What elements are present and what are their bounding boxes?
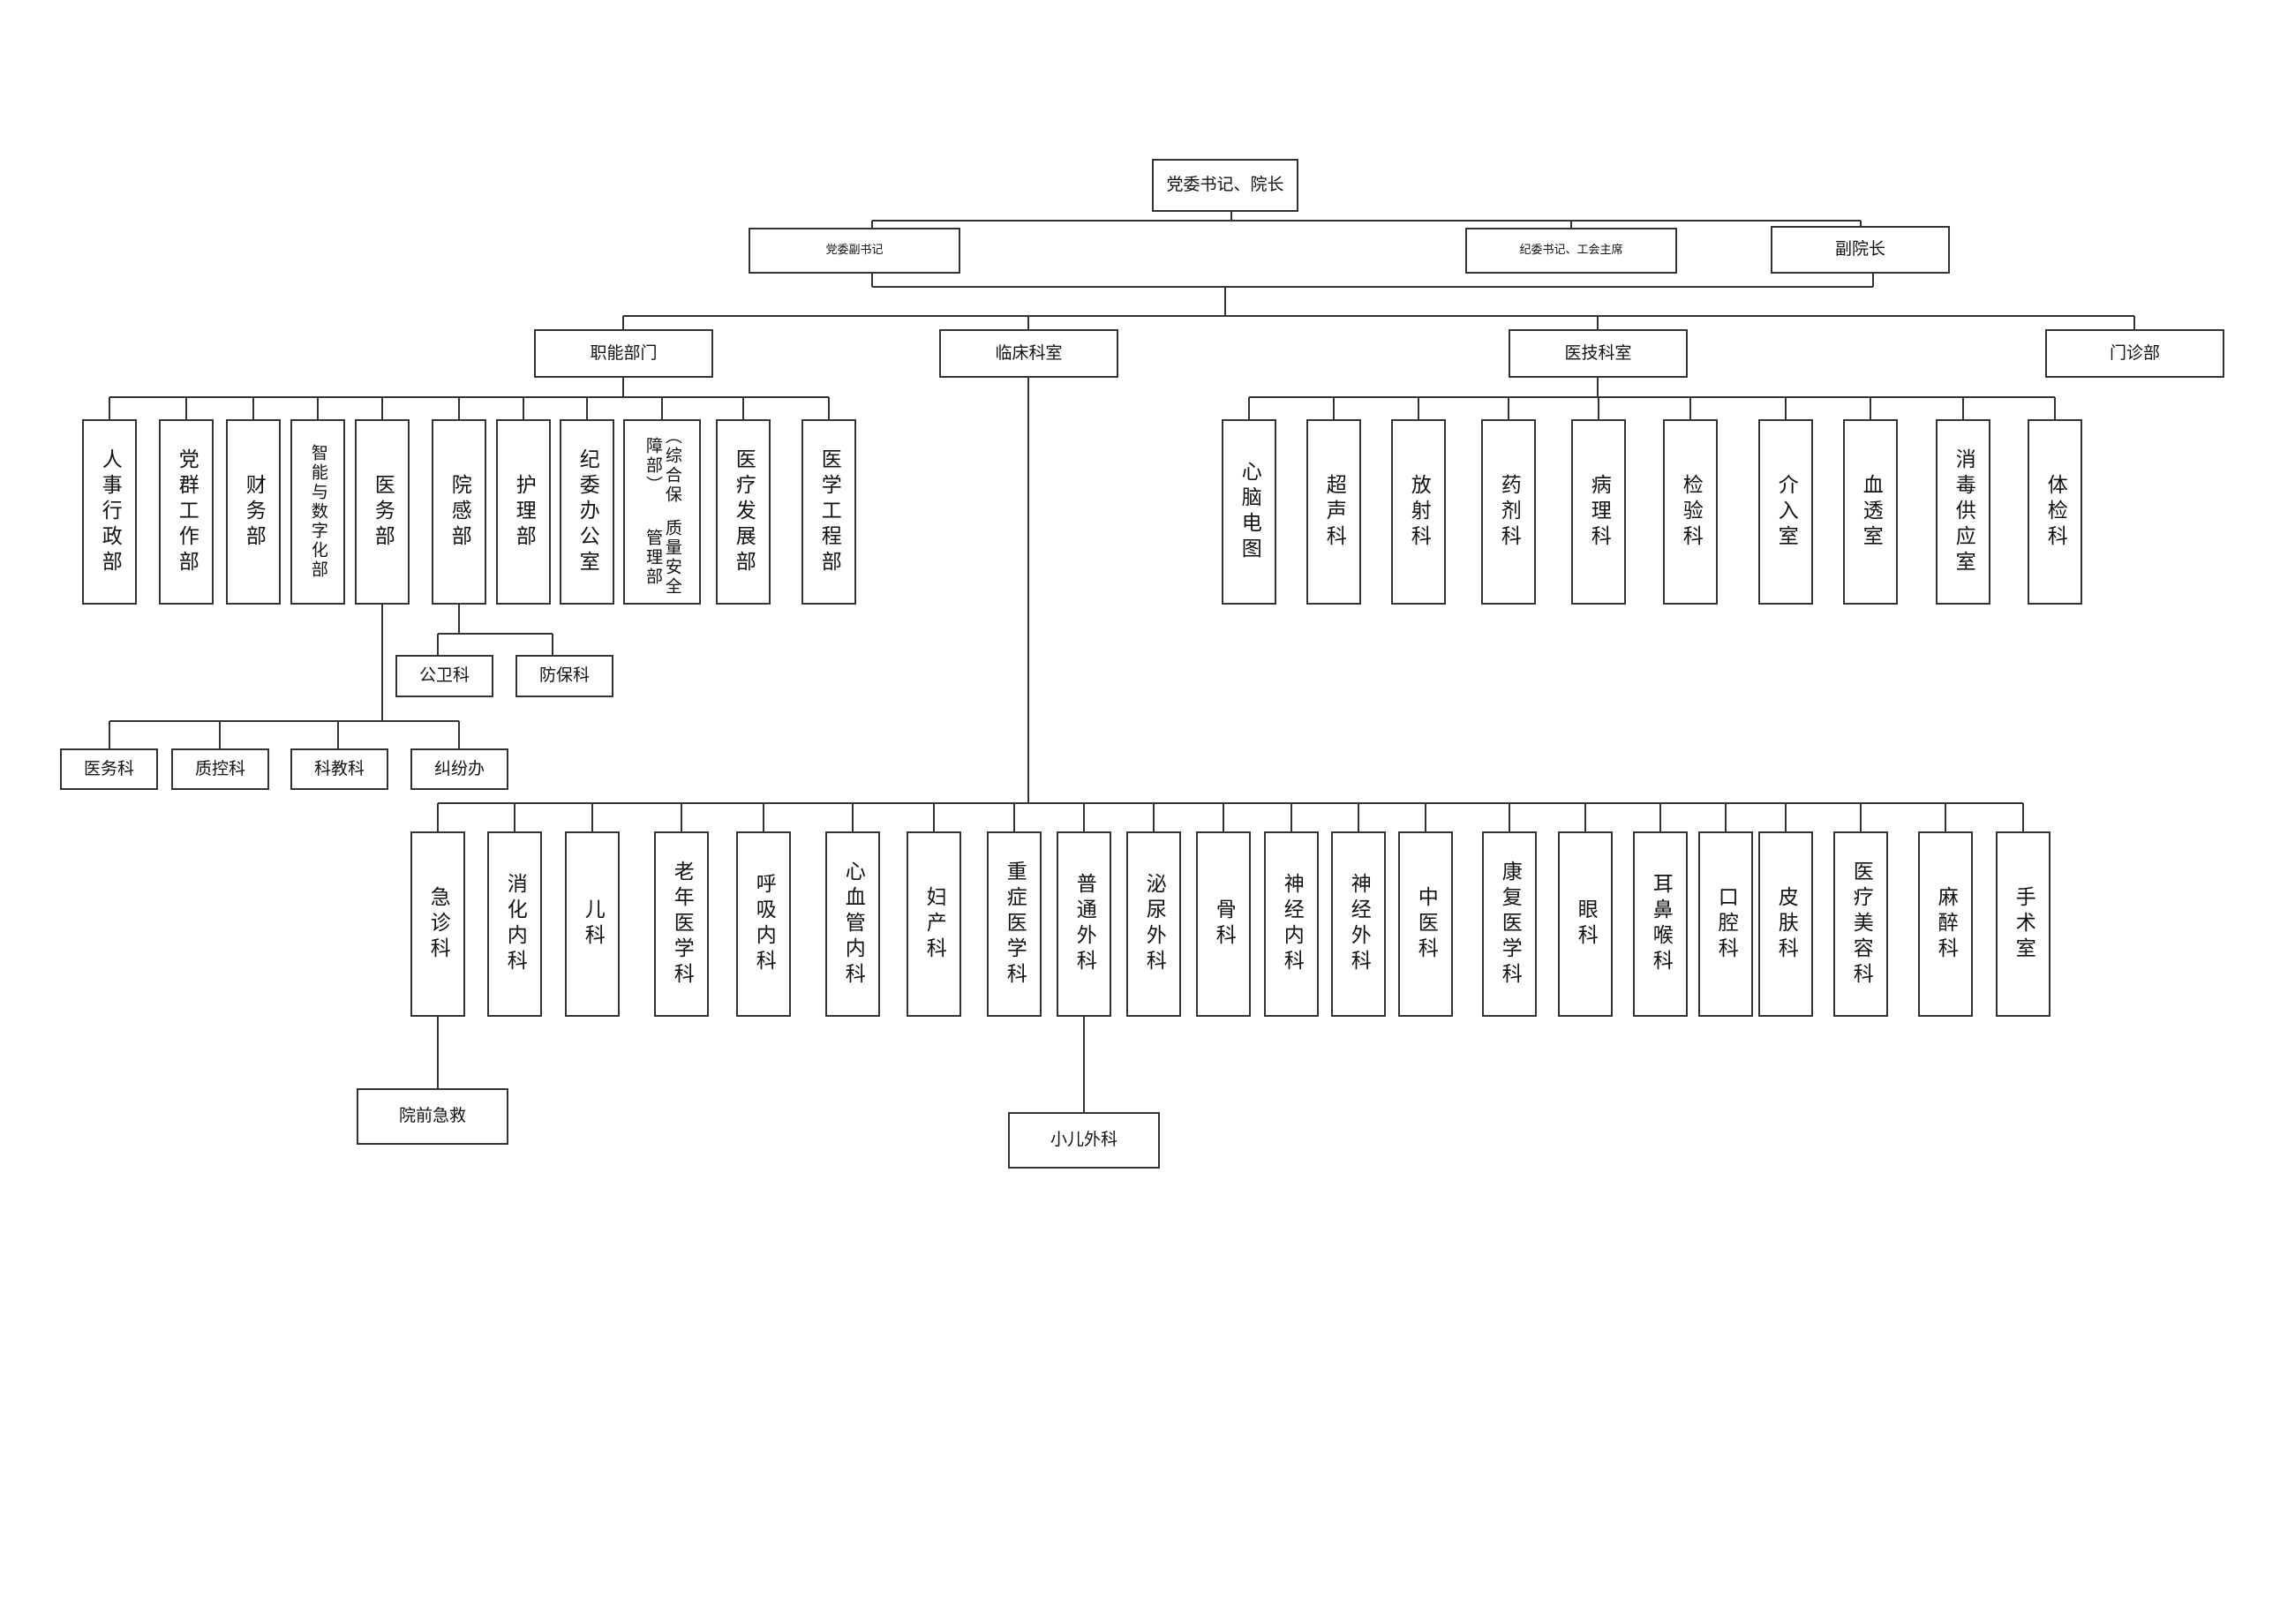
node-ecg-eeg: 心脑电图 — [1222, 419, 1276, 605]
node-rehabilitation: 康复医学科 — [1482, 831, 1537, 1017]
node-discipline-office: 纪委办公室 — [560, 419, 614, 605]
node-nursing: 护理部 — [496, 419, 551, 605]
node-pathology: 病理科 — [1571, 419, 1626, 605]
node-pediatrics: 儿科 — [565, 831, 620, 1017]
node-prevention: 防保科 — [515, 655, 613, 697]
node-laboratory: 检验科 — [1663, 419, 1718, 605]
node-cardiology: 心血管内科 — [825, 831, 880, 1017]
node-dialysis: 血透室 — [1843, 419, 1898, 605]
node-obstetrics-gynecology: 妇产科 — [907, 831, 961, 1017]
quality-safety-sublabel: （综合保障部） — [643, 427, 682, 505]
node-vice-president: 副院长 — [1771, 226, 1950, 274]
node-cosmetic: 医疗美容科 — [1833, 831, 1888, 1017]
node-medical-engineering: 医学工程部 — [801, 419, 856, 605]
node-party-secretary-president: 党委书记、院长 — [1152, 159, 1298, 212]
node-critical-care: 重症医学科 — [987, 831, 1042, 1017]
node-quality-control: 质控科 — [171, 748, 269, 790]
node-medtech-departments: 医技科室 — [1509, 329, 1688, 378]
node-urology: 泌尿外科 — [1126, 831, 1181, 1017]
node-neurosurgery: 神经外科 — [1331, 831, 1386, 1017]
node-discipline-secretary: 纪委书记、工会主席 — [1465, 228, 1677, 274]
node-ent: 耳鼻喉科 — [1633, 831, 1688, 1017]
node-medical-affairs: 医务部 — [355, 419, 410, 605]
node-finance: 财务部 — [226, 419, 281, 605]
node-emergency: 急诊科 — [410, 831, 465, 1017]
node-interventional: 介入室 — [1758, 419, 1813, 605]
node-ophthalmology: 眼科 — [1558, 831, 1613, 1017]
node-sterilization-supply: 消毒供应室 — [1936, 419, 1990, 605]
node-pharmacy: 药剂科 — [1481, 419, 1536, 605]
node-pediatric-surgery: 小儿外科 — [1008, 1112, 1160, 1169]
node-medical-section: 医务科 — [60, 748, 158, 790]
node-dispute-office: 纠纷办 — [410, 748, 508, 790]
node-prehospital-emergency: 院前急救 — [357, 1088, 508, 1145]
node-infection-control: 院感部 — [432, 419, 486, 605]
node-ultrasound: 超声科 — [1306, 419, 1361, 605]
node-tcm: 中医科 — [1398, 831, 1453, 1017]
node-dermatology: 皮肤科 — [1758, 831, 1813, 1017]
node-operating-room: 手术室 — [1996, 831, 2050, 1017]
quality-safety-label: 质量安全管理部 — [643, 519, 682, 597]
node-clinical-departments: 临床科室 — [939, 329, 1118, 378]
node-gastroenterology: 消化内科 — [487, 831, 542, 1017]
node-science-education: 科教科 — [290, 748, 388, 790]
node-anesthesiology: 麻醉科 — [1918, 831, 1973, 1017]
node-radiology: 放射科 — [1391, 419, 1446, 605]
node-respiratory: 呼吸内科 — [736, 831, 791, 1017]
node-neurology: 神经内科 — [1264, 831, 1319, 1017]
node-medical-development: 医疗发展部 — [716, 419, 771, 605]
node-orthopedics: 骨科 — [1196, 831, 1251, 1017]
node-stomatology: 口腔科 — [1698, 831, 1753, 1017]
node-party-mass-work: 党群工作部 — [159, 419, 214, 605]
node-functional-departments: 职能部门 — [534, 329, 713, 378]
node-geriatrics: 老年医学科 — [654, 831, 709, 1017]
node-general-surgery: 普通外科 — [1057, 831, 1111, 1017]
node-physical-exam: 体检科 — [2028, 419, 2082, 605]
node-quality-safety: 质量安全管理部 （综合保障部） — [623, 419, 701, 605]
node-public-health: 公卫科 — [395, 655, 493, 697]
node-party-deputy-secretary: 党委副书记 — [749, 228, 960, 274]
node-outpatient-department: 门诊部 — [2045, 329, 2224, 378]
node-hr-admin: 人事行政部 — [82, 419, 137, 605]
node-digital: 智能与数字化部 — [290, 419, 345, 605]
